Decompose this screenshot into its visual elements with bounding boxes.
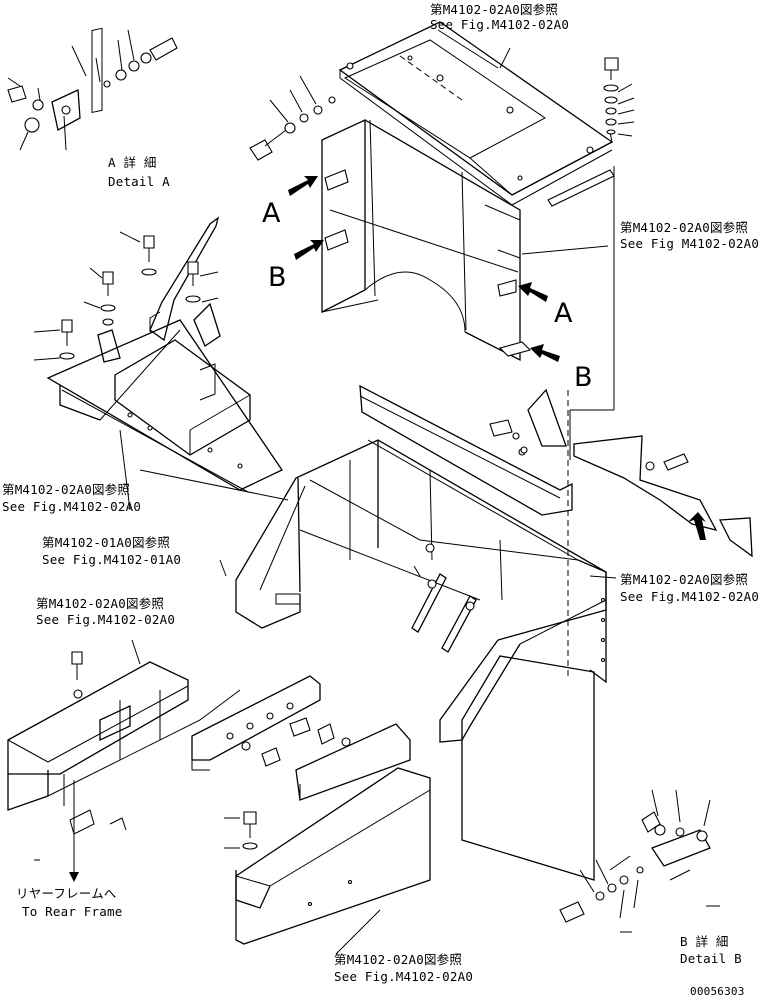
top-cover-panel xyxy=(338,21,614,206)
ref-right1-en: See Fig M4102-02A0 xyxy=(620,236,760,251)
view-arrows-upper xyxy=(288,176,560,362)
rear-frame-jp: リヤーフレームへ xyxy=(16,886,117,901)
detail-b-en: Detail B xyxy=(680,951,742,966)
frame-pins xyxy=(411,565,477,653)
lower-mud-flap xyxy=(224,767,431,945)
rear-panel xyxy=(321,118,532,362)
lower-left-bracket xyxy=(7,651,241,861)
ref-frame-jp: 第M4102-01A0図参照 xyxy=(42,535,171,550)
marker-b-right: B xyxy=(574,362,593,393)
ref-top-en: See Fig.M4102-02A0 xyxy=(430,17,570,32)
rear-frame-en: To Rear Frame xyxy=(22,904,123,919)
ref-left-jp: 第M4102-02A0図参照 xyxy=(2,482,131,497)
ref-bottom-en: See Fig.M4102-02A0 xyxy=(334,969,474,984)
leader-lines xyxy=(119,29,617,955)
main-frame xyxy=(235,384,607,743)
long-bracket-strip xyxy=(191,675,321,771)
detail-a-jp: A 詳 細 xyxy=(108,155,157,170)
rear-frame-pointer xyxy=(69,780,79,882)
ref-lower-en: See Fig.M4102-02A0 xyxy=(36,612,176,627)
drawing-number: 00056303 xyxy=(690,985,745,998)
ref-right1-jp: 第M4102-02A0図参照 xyxy=(620,220,749,235)
middle-lower-bracket xyxy=(295,723,411,801)
top-left-fasteners xyxy=(249,75,336,161)
right-brackets xyxy=(489,388,753,558)
detail-b-jp: B 詳 細 xyxy=(680,934,729,949)
marker-a-right: A xyxy=(554,298,573,329)
detail-a-en: Detail A xyxy=(108,174,170,189)
view-arrow-b-lower xyxy=(688,512,706,540)
ref-top-jp: 第M4102-02A0図参照 xyxy=(430,2,559,17)
left-fender-assembly xyxy=(46,216,283,493)
detail-a-assembly xyxy=(7,27,178,151)
ref-right2-jp: 第M4102-02A0図参照 xyxy=(620,572,749,587)
ref-frame-en: See Fig.M4102-01A0 xyxy=(42,552,182,567)
detail-b-assembly xyxy=(559,789,720,933)
marker-b-upper: B xyxy=(268,262,287,293)
marker-a-upper: A xyxy=(262,198,281,229)
ref-left-en: See Fig.M4102-02A0 xyxy=(2,499,142,514)
ref-right2-en: See Fig.M4102-02A0 xyxy=(620,589,760,604)
ref-lower-jp: 第M4102-02A0図参照 xyxy=(36,596,165,611)
ref-bottom-jp: 第M4102-02A0図参照 xyxy=(334,952,463,967)
left-fender-bolts xyxy=(33,231,219,361)
right-side-panel xyxy=(461,390,607,881)
top-right-fasteners xyxy=(547,57,635,207)
